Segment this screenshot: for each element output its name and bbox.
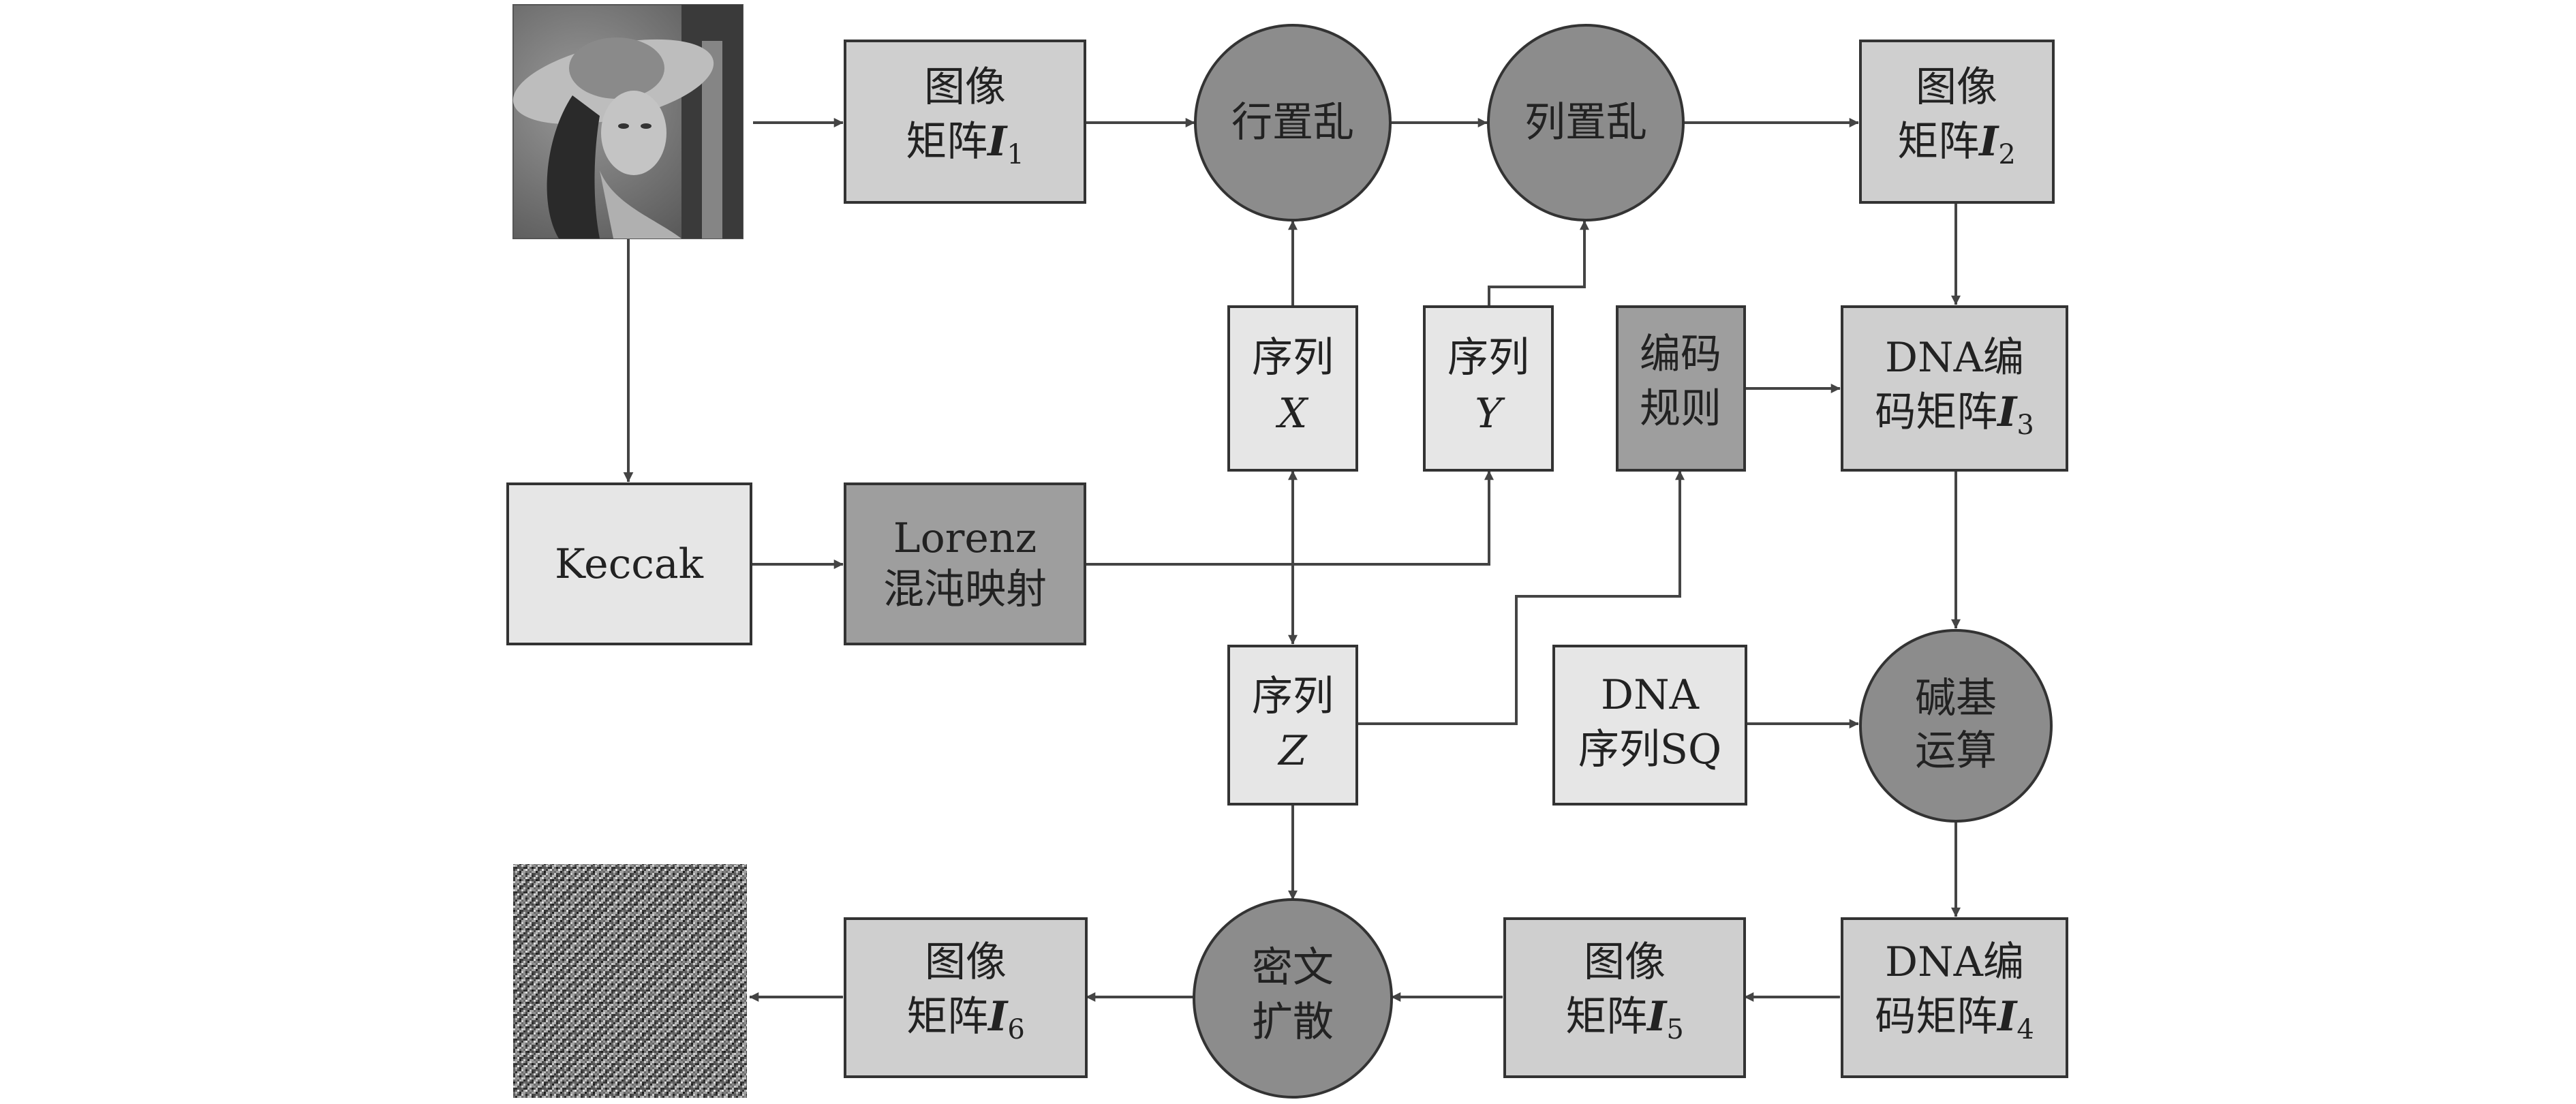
node-line1: 密文 xyxy=(1252,944,1334,992)
node-line2: 序列SQ xyxy=(1578,726,1721,773)
sequence-z: 序列 Z xyxy=(1227,645,1358,806)
edge-seq-y-to-col-perm xyxy=(1488,220,1589,307)
column-permutation-node: 列置乱 xyxy=(1487,24,1685,221)
node-box xyxy=(1859,40,2055,204)
node-line2: 扩散 xyxy=(1252,998,1334,1046)
node-box xyxy=(1841,917,2068,1078)
node-circle xyxy=(1487,24,1685,221)
node-circle xyxy=(1194,24,1392,221)
output-image xyxy=(513,864,747,1098)
dna-matrix-i3: DNA编 码矩阵I3 xyxy=(1841,305,2068,472)
node-circle xyxy=(1193,898,1393,1099)
node-box xyxy=(506,482,752,645)
dna-matrix-i4: DNA编 码矩阵I4 xyxy=(1841,917,2068,1078)
lorenz-chaotic-map: Lorenz 混沌映射 xyxy=(844,482,1086,645)
node-line1: 序列 xyxy=(1252,673,1334,720)
node-line2: 规则 xyxy=(1640,385,1721,433)
node-line2: 运算 xyxy=(1915,727,1997,775)
node-line1: 图像 xyxy=(924,63,1006,111)
node-line1: 图像 xyxy=(1584,938,1666,986)
node-line1: 列置乱 xyxy=(1524,99,1647,147)
node-line1: DNA编 xyxy=(1885,334,2024,382)
node-box xyxy=(1552,645,1747,806)
node-line1: DNA xyxy=(1601,671,1700,719)
node-line1: 碱基 xyxy=(1915,675,1997,722)
base-operation-node: 碱基 运算 xyxy=(1859,629,2053,823)
node-line2: 矩阵I5 xyxy=(1565,993,1684,1045)
image-matrix-i1: 图像 矩阵I1 xyxy=(844,40,1086,204)
node-circle xyxy=(1859,629,2053,823)
node-box xyxy=(1503,917,1746,1078)
image-matrix-i5: 图像 矩阵I5 xyxy=(1503,917,1746,1078)
node-line2: 码矩阵I4 xyxy=(1875,993,2034,1045)
keccak-node: Keccak xyxy=(506,482,752,645)
node-line1: Lorenz xyxy=(893,515,1037,562)
node-box xyxy=(1227,305,1358,472)
coding-rule: 编码 规则 xyxy=(1616,305,1746,472)
sequence-y: 序列 Y xyxy=(1423,305,1554,472)
node-box xyxy=(844,917,1088,1078)
node-line1: 序列 xyxy=(1447,334,1529,382)
edge-seq-z-to-rule xyxy=(1356,470,1685,725)
node-box xyxy=(1841,305,2068,472)
node-line1: Keccak xyxy=(555,540,704,588)
node-line1: 编码 xyxy=(1640,331,1721,378)
node-box xyxy=(844,482,1086,645)
sequence-x: 序列 X xyxy=(1227,305,1358,472)
node-line2: 矩阵I6 xyxy=(906,993,1025,1045)
node-box xyxy=(844,40,1086,204)
dna-sequence-sq: DNA 序列SQ xyxy=(1552,645,1747,806)
node-box xyxy=(1227,645,1358,806)
image-matrix-i6: 图像 矩阵I6 xyxy=(844,917,1088,1078)
ciphertext-diffusion-node: 密文 扩散 xyxy=(1193,898,1393,1099)
node-line1: 图像 xyxy=(925,938,1007,986)
node-line2: 码矩阵I3 xyxy=(1875,388,2034,441)
node-line1: 图像 xyxy=(1916,63,1997,111)
node-line1: 行置乱 xyxy=(1231,99,1354,147)
node-box xyxy=(1423,305,1554,472)
node-symbol: X xyxy=(1276,390,1309,438)
edge-lorenz-to-seq-y xyxy=(1085,470,1494,566)
node-symbol: Y xyxy=(1475,390,1505,438)
node-symbol: Z xyxy=(1277,727,1308,775)
input-image xyxy=(512,4,743,239)
node-line2: 混沌映射 xyxy=(883,566,1047,613)
node-line1: 序列 xyxy=(1252,334,1334,382)
image-matrix-i2: 图像 矩阵I2 xyxy=(1859,40,2055,204)
node-line1: DNA编 xyxy=(1885,938,2024,986)
node-box xyxy=(1616,305,1746,472)
row-permutation-node: 行置乱 xyxy=(1194,24,1392,221)
node-line2: 矩阵I2 xyxy=(1897,118,2016,170)
node-line2: 矩阵I1 xyxy=(906,118,1024,170)
